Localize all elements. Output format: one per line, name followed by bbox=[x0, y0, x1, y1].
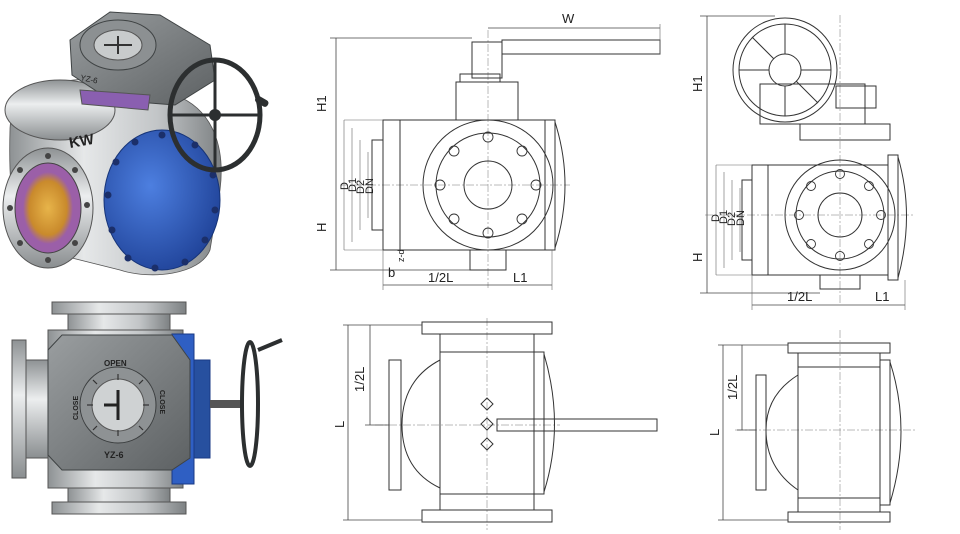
drawing-gear-elevation: H1 H D D1 D2 DN 1/2L L1 bbox=[690, 15, 915, 310]
gearbox-model-label: YZ-6 bbox=[104, 450, 124, 460]
dim-DN: DN bbox=[364, 178, 376, 194]
dial-close-left-label: CLOSE bbox=[73, 396, 80, 420]
drawing-lever-plan: 1/2L L bbox=[332, 318, 658, 530]
dim-D1-gear: D1 bbox=[718, 210, 730, 224]
brand-logo: KW bbox=[68, 131, 96, 152]
gearbox-label: YZ-6 bbox=[80, 73, 99, 86]
dim-H-gear: H bbox=[690, 253, 705, 262]
dim-W: W bbox=[562, 11, 575, 26]
dim-H1-gear: H1 bbox=[690, 75, 705, 92]
dim-H1: H1 bbox=[314, 95, 329, 112]
dim-H: H bbox=[314, 223, 329, 232]
dim-half-L: 1/2L bbox=[428, 270, 453, 285]
dim-L1: L1 bbox=[513, 270, 527, 285]
dim-D: D bbox=[339, 182, 351, 190]
dial-open-label: OPEN bbox=[104, 359, 127, 368]
handwheel-side bbox=[210, 338, 283, 468]
dial-close-right-label: CLOSE bbox=[158, 390, 165, 414]
dim-z-d: z-d bbox=[396, 249, 406, 262]
gear-plan-dim-L: L bbox=[707, 429, 722, 436]
dim-L1-gear: L1 bbox=[875, 289, 889, 304]
handwheel-photo bbox=[167, 57, 269, 173]
drawing-gear-plan: 1/2L L bbox=[707, 330, 915, 530]
dim-D2: D2 bbox=[355, 180, 367, 194]
dim-half-L-gear: 1/2L bbox=[787, 289, 812, 304]
dim-b: b bbox=[388, 265, 395, 280]
dim-D1: D1 bbox=[347, 178, 359, 192]
dim-DN-gear: DN bbox=[735, 210, 747, 226]
drawing-lever-elevation: W H1 H D D1 D2 DN z-d b 1/2L L1 bbox=[314, 11, 661, 290]
gear-plan-dim-half-L: 1/2L bbox=[725, 375, 740, 400]
dim-D-gear: D bbox=[710, 214, 722, 222]
valve-photo-front: OPEN CLOSE CLOSE YZ-6 bbox=[11, 301, 283, 515]
valve-photo-isometric: YZ-6 KW bbox=[2, 11, 269, 276]
dim-D2-gear: D2 bbox=[726, 212, 738, 226]
plan-dim-L: L bbox=[332, 421, 347, 428]
plan-dim-half-L: 1/2L bbox=[352, 367, 367, 392]
